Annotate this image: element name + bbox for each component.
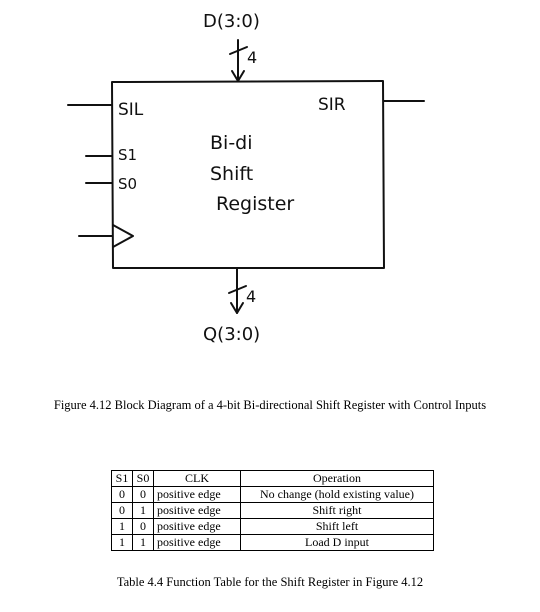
cell-clk: positive edge xyxy=(153,502,241,519)
d-input-label: D(3:0) xyxy=(203,11,260,32)
cell-operation: No change (hold existing value) xyxy=(240,486,434,503)
table-row: 1 0 positive edge Shift left xyxy=(111,518,434,535)
sir-port-label: SIR xyxy=(318,95,346,115)
cell-clk: positive edge xyxy=(153,534,241,551)
cell-s0: 1 xyxy=(132,502,154,519)
cell-operation: Shift left xyxy=(240,518,434,535)
cell-clk: positive edge xyxy=(153,486,241,503)
s0-port-label: S0 xyxy=(118,175,137,193)
table-row: 1 1 positive edge Load D input xyxy=(111,534,434,551)
cell-operation: Load D input xyxy=(240,534,434,551)
figure-caption: Figure 4.12 Block Diagram of a 4-bit Bi-… xyxy=(53,398,487,412)
function-table: S1 S0 CLK Operation 0 0 positive edge No… xyxy=(111,470,434,551)
table-header-row: S1 S0 CLK Operation xyxy=(111,470,434,487)
cell-s1: 1 xyxy=(111,534,133,551)
q-output-arrowhead xyxy=(230,302,244,314)
q-output-width-label: 4 xyxy=(246,287,256,306)
cell-clk: positive edge xyxy=(153,518,241,535)
cell-s1: 1 xyxy=(111,518,133,535)
block-title-line1: Bi-di xyxy=(210,132,253,154)
cell-s0: 0 xyxy=(132,486,154,503)
cell-s1: 0 xyxy=(111,486,133,503)
d-input-width-slash xyxy=(229,46,248,55)
register-block xyxy=(111,80,385,269)
s1-port-label: S1 xyxy=(118,146,137,164)
cell-s1: 0 xyxy=(111,502,133,519)
cell-s0: 1 xyxy=(132,534,154,551)
header-s1: S1 xyxy=(111,470,133,487)
table-row: 0 1 positive edge Shift right xyxy=(111,502,434,519)
d-input-width-label: 4 xyxy=(247,48,257,67)
sil-port-label: SIL xyxy=(118,100,144,120)
header-operation: Operation xyxy=(240,470,434,487)
q-output-label: Q(3:0) xyxy=(203,324,260,345)
header-s0: S0 xyxy=(132,470,154,487)
header-clk: CLK xyxy=(153,470,241,487)
cell-operation: Shift right xyxy=(240,502,434,519)
clock-triangle xyxy=(112,224,134,248)
table-caption: Table 4.4 Function Table for the Shift R… xyxy=(116,575,424,589)
block-title-line2: Shift xyxy=(210,163,253,185)
q-output-width-slash xyxy=(228,285,247,294)
block-title-line3: Register xyxy=(216,193,294,215)
d-input-arrowhead xyxy=(231,70,245,82)
table-row: 0 0 positive edge No change (hold existi… xyxy=(111,486,434,503)
cell-s0: 0 xyxy=(132,518,154,535)
